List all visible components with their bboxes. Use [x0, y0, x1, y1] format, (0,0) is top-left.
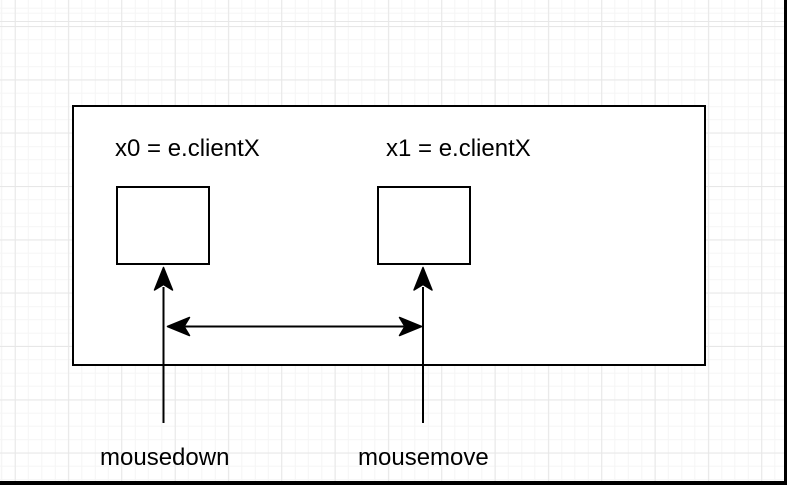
x0-square — [116, 186, 210, 265]
mousedown-label: mousedown — [100, 444, 230, 471]
x0-clientx-label: x0 = e.clientX — [115, 135, 260, 162]
window-bottom-edge — [0, 481, 787, 485]
x1-square — [377, 186, 471, 265]
x1-clientx-label: x1 = e.clientX — [386, 135, 531, 162]
mousemove-label: mousemove — [358, 444, 489, 471]
window-right-edge — [784, 0, 787, 485]
